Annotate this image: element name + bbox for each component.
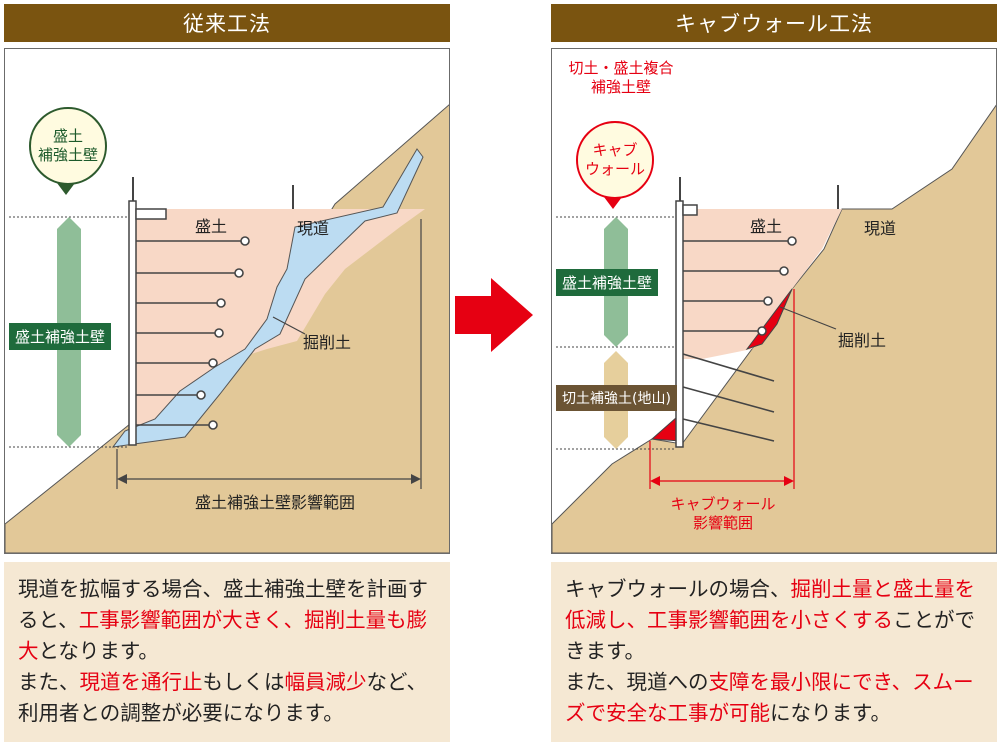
wall-cap [682,204,698,216]
cabwall-range-label: キャブウォール 影響範囲 [670,495,776,532]
caption-text: となります。 [38,639,159,663]
wall-type-bubble: 盛土 補強土壁 [29,107,107,185]
caption-highlight: 現道を通行止 [79,670,203,694]
caption-highlight: 掘削土量と盛土量を低減し、工事影響範囲を小さくする [565,577,975,632]
fill-label: 盛土 [195,217,228,236]
road-label: 現道 [864,219,897,238]
cut-wall-label: 切土補強土(地山) [556,385,677,411]
excavation-label: 掘削土 [303,333,352,352]
caption-text: また、現道への [565,670,709,694]
conventional-method-panel: 従来工法 [4,4,450,742]
impact-range-label: 盛土補強土壁影響範囲 [195,493,356,512]
reinforcement-anchors [136,236,250,430]
cabwall-method-caption: キャブウォールの場合、掘削土量と盛土量を低減し、工事影響範囲を小さくすることがで… [551,562,997,742]
conventional-method-caption: 現道を拡幅する場合、盛土補強土壁を計画すると、工事影響範囲が大きく、掘削土量も膨… [4,562,450,742]
caption-text: ことができます。 [565,608,975,663]
conventional-cross-section-svg [5,104,449,553]
caption-text: また、 [18,670,80,694]
cabwall-method-panel: キャブウォール工法 [551,4,997,742]
fill-label: 盛土 [750,217,783,236]
caption-text: になります。 [770,701,891,725]
caption-highlight: 幅員減少 [284,670,367,694]
fill-zone [677,209,842,359]
fill-wall-label: 盛土補強土壁 [556,269,659,296]
cabwall-method-figure: 切土・盛土複合 補強土壁 キャブ ウォール 盛土補強土壁 切土補強土(地山) 盛… [551,48,997,554]
caption-text: キャブウォールの場合、 [565,577,791,601]
composite-wall-label: 切土・盛土複合 補強土壁 [568,59,674,96]
wall-face [675,200,684,448]
conventional-method-figure: 盛土 補強土壁 盛土補強土壁 盛土 現道 掘削土 盛土補強土壁影響範囲 [4,48,450,554]
excavation-zone [745,288,793,350]
ground-slope [552,104,996,553]
right-arrow-icon [455,278,533,352]
cabwall-bubble: キャブ ウォール [576,121,654,199]
road-label: 現道 [297,219,330,238]
wall-cap [135,208,167,220]
fill-wall-label: 盛土補強土壁 [9,323,112,350]
caption-text: 現道を拡幅する場合、盛土補強土壁を計画すると、 [18,577,428,632]
reinforcement-anchors [683,236,797,336]
conventional-method-title: 従来工法 [4,4,450,42]
wall-face [128,200,137,446]
caption-text: もしくは [202,670,285,694]
cabwall-cross-section-svg [552,104,996,553]
caption-highlight: 工事影響範囲が大きく、掘削土量も膨大 [18,608,428,663]
caption-highlight: 支障を最小限にでき、スムーズで安全な工事が可能 [565,670,974,725]
excavation-label: 掘削土 [838,331,887,350]
ground-anchors [682,353,775,442]
cabwall-method-title: キャブウォール工法 [551,4,997,42]
caption-text: など、利用者との調整が必要になります。 [18,670,427,725]
